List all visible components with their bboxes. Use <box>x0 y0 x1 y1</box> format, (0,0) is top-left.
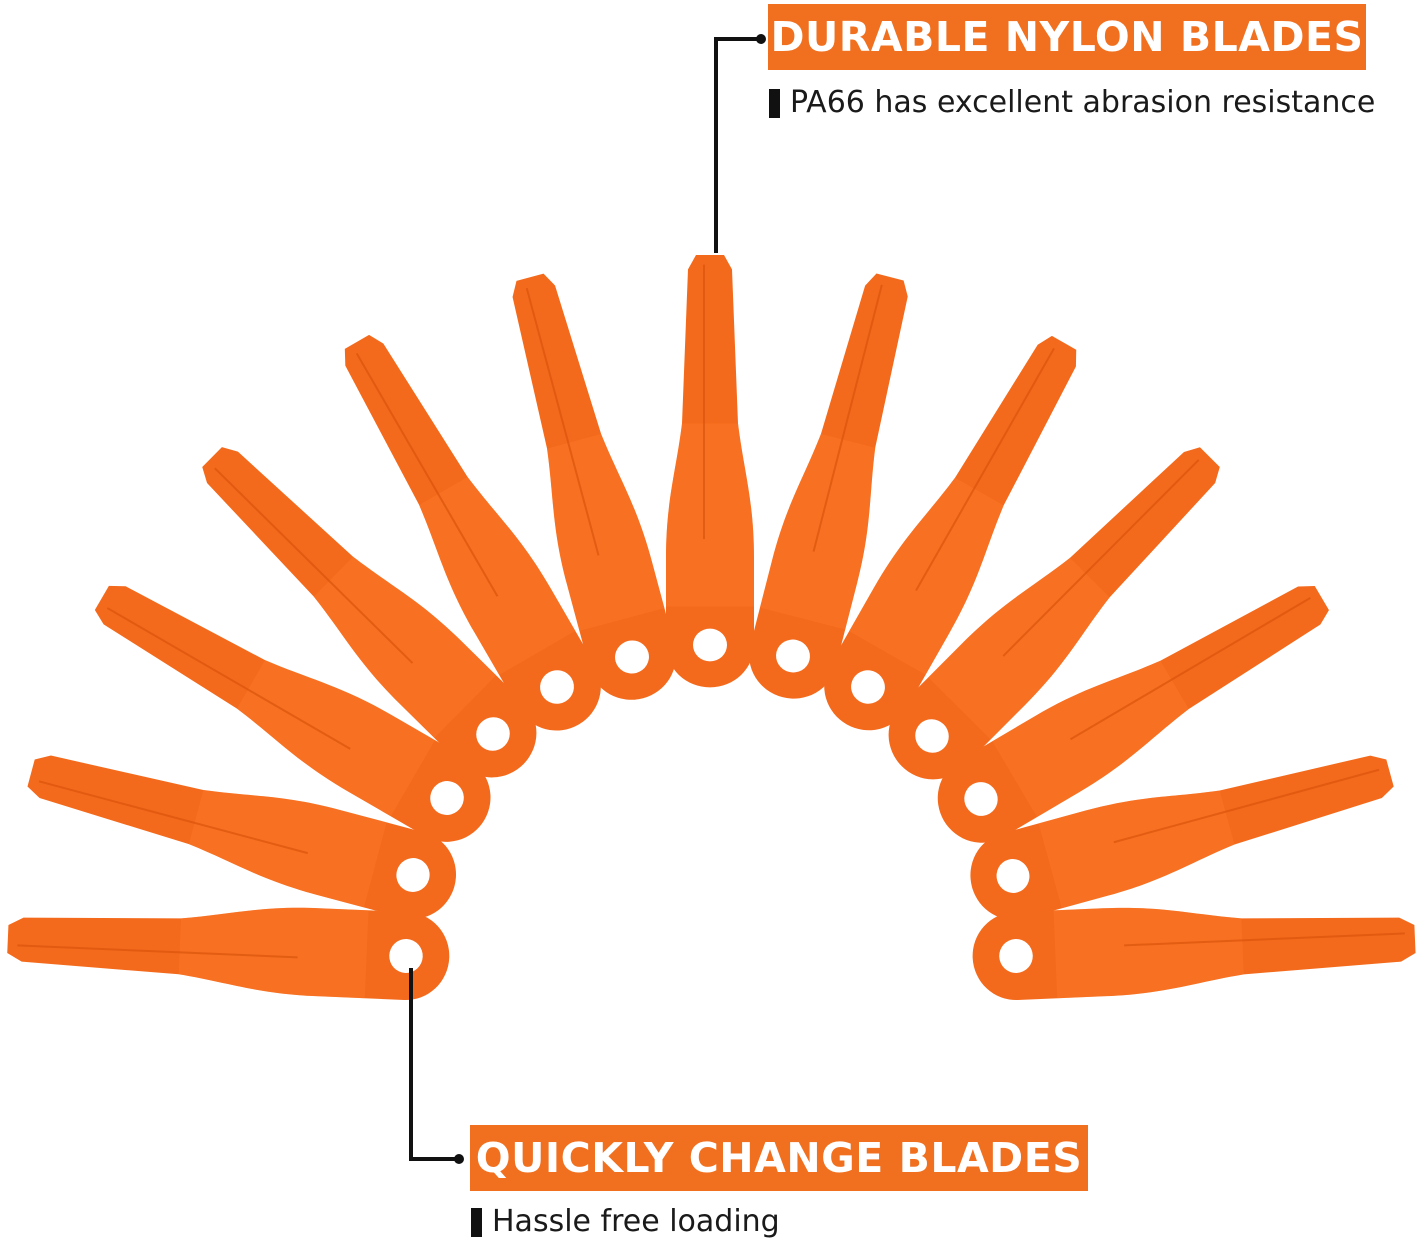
durable-nylon-blades-description: PA66 has excellent abrasion resistance <box>769 88 1375 118</box>
trimmer-blade-13 <box>969 894 1418 1003</box>
quickly-change-blades-text: Hassle free loading <box>492 1204 780 1239</box>
quickly-change-blades-title: QUICKLY CHANGE BLADES <box>475 1133 1083 1182</box>
durable-nylon-blades-title: DURABLE NYLON BLADES <box>770 12 1364 61</box>
top-callout-connector <box>714 34 766 253</box>
bullet-bar-icon <box>769 88 780 118</box>
quickly-change-blades-description: Hassle free loading <box>471 1207 780 1237</box>
durable-nylon-blades-text: PA66 has excellent abrasion resistance <box>790 85 1376 120</box>
bottom-callout-connector <box>409 968 464 1164</box>
trimmer-blade-7 <box>665 253 755 689</box>
quickly-change-blades-tag: QUICKLY CHANGE BLADES <box>470 1125 1088 1191</box>
blade-group <box>4 253 1418 1003</box>
durable-nylon-blades-tag: DURABLE NYLON BLADES <box>768 4 1366 70</box>
bullet-bar-icon <box>471 1207 482 1237</box>
